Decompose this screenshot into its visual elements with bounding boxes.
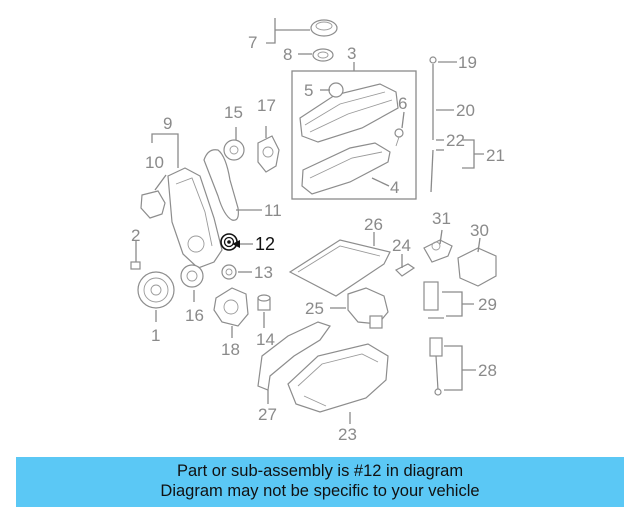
bolt-2-drawing xyxy=(130,250,141,270)
part-label-18: 18 xyxy=(221,340,240,359)
part-label-29: 29 xyxy=(478,295,497,314)
part-label-22: 22 xyxy=(446,131,465,150)
part-label-25: 25 xyxy=(305,299,324,318)
part-label-12: 12 xyxy=(255,234,275,254)
timing-cover-drawing xyxy=(140,167,223,269)
part-label-17: 17 xyxy=(257,96,276,115)
part-label-8: 8 xyxy=(283,45,292,64)
part-label-13: 13 xyxy=(254,263,273,282)
oil-cooler-drawing xyxy=(457,247,497,287)
pulley-15-drawing xyxy=(223,139,245,161)
part-label-19: 19 xyxy=(458,53,477,72)
part-label-26: 26 xyxy=(364,215,383,234)
banner-line-2: Diagram may not be specific to your vehi… xyxy=(160,482,480,500)
seal-12-drawing xyxy=(220,233,238,251)
valve-cover-drawing xyxy=(299,82,404,195)
part-label-24: 24 xyxy=(392,236,411,255)
sprocket-16-drawing xyxy=(180,264,204,288)
part-label-15: 15 xyxy=(224,103,243,122)
idler-13-drawing xyxy=(221,264,237,280)
part-label-10: 10 xyxy=(145,153,164,172)
part-label-28: 28 xyxy=(478,361,497,380)
part-label-14: 14 xyxy=(256,330,275,349)
thermostat-31-drawing xyxy=(423,239,453,263)
sensor-28-drawing xyxy=(429,337,443,396)
part-label-21: 21 xyxy=(486,146,505,165)
part-label-30: 30 xyxy=(470,221,489,240)
oil-pan-gasket-drawing xyxy=(288,239,391,297)
bracket-24-drawing xyxy=(394,263,416,277)
info-banner: Part or sub-assembly is #12 in diagram D… xyxy=(16,457,624,507)
part-label-3: 3 xyxy=(347,44,356,63)
part-label-31: 31 xyxy=(432,209,451,228)
part-labels: 7 8 3 5 6 4 19 20 22 21 9 10 15 17 11 12… xyxy=(131,33,505,444)
part-label-20: 20 xyxy=(456,101,475,120)
part-label-1: 1 xyxy=(151,326,160,345)
part-label-2: 2 xyxy=(131,226,140,245)
part-label-4: 4 xyxy=(390,178,399,197)
part-label-7: 7 xyxy=(248,33,257,52)
oil-pump-drawing xyxy=(213,287,249,327)
part-label-23: 23 xyxy=(338,425,357,444)
leader-lines xyxy=(135,18,484,424)
timing-belt-drawing xyxy=(203,149,239,221)
part-label-9: 9 xyxy=(163,114,172,133)
crank-pulley-drawing xyxy=(137,271,175,309)
tensioner-17-drawing xyxy=(257,135,280,173)
part-label-16: 16 xyxy=(185,306,204,325)
part-label-5: 5 xyxy=(304,81,313,100)
filter-29-drawing xyxy=(423,281,444,319)
part-label-6: 6 xyxy=(398,94,407,113)
lower-gasket-drawing xyxy=(257,321,331,391)
pickup-25-drawing xyxy=(347,287,389,329)
oil-pan-drawing xyxy=(287,343,389,413)
dipstick-drawing xyxy=(429,56,437,193)
bushing-14-drawing xyxy=(257,294,271,311)
part-label-11: 11 xyxy=(264,201,282,220)
banner-line-1: Part or sub-assembly is #12 in diagram xyxy=(176,462,464,480)
oil-cap-drawing xyxy=(310,19,338,62)
part-label-27: 27 xyxy=(258,405,277,424)
parts-diagram: 7 8 3 5 6 4 19 20 22 21 9 10 15 17 11 12… xyxy=(130,18,505,444)
